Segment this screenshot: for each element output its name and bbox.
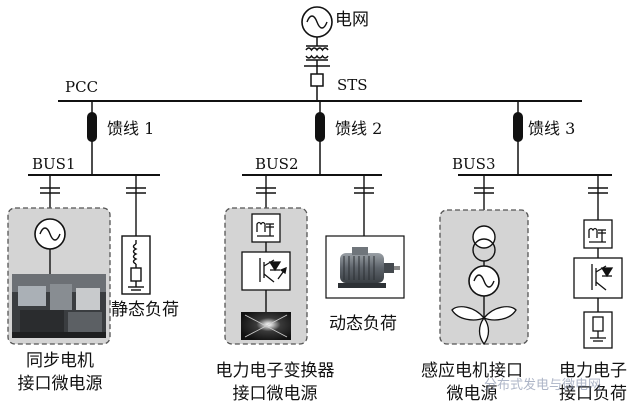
bus3-label: BUS3: [452, 155, 496, 173]
feeder-2-label: 馈线 2: [335, 119, 383, 138]
sts-label: STS: [337, 76, 368, 94]
generator-photo: [12, 274, 106, 338]
bus2-label: BUS2: [255, 155, 299, 173]
pe-load-filter-icon: [583, 219, 613, 249]
motor-photo: [325, 235, 405, 299]
static-load-label: 静态负荷: [111, 300, 179, 320]
induction-source-branch: [474, 175, 494, 214]
pe-load-branch: [588, 175, 608, 220]
pv-panel-photo: [241, 312, 291, 340]
wind-turbine-icon: [451, 306, 517, 346]
induction-source-caption: 感应电机接口 微电源: [412, 360, 532, 406]
pe-load-caption-line1: 电力电子: [559, 361, 627, 381]
feeder-3-line: [513, 101, 523, 175]
sync-source-caption-line1: 同步电机: [26, 351, 94, 371]
induction-source-caption-line2: 微电源: [446, 384, 498, 404]
grid-source: [301, 6, 333, 38]
pe-source-caption-line1: 电力电子变换器: [215, 361, 335, 381]
pe-load-converter-icon: [573, 257, 623, 299]
sts-switch: [310, 73, 324, 87]
grid-label: 电网: [335, 10, 369, 30]
converter-icon: [241, 251, 291, 291]
dynamic-load-branch: [354, 175, 374, 236]
watermark: 分布式发电与微电网: [484, 378, 602, 393]
sync-source-caption: 同步电机 接口微电源: [10, 350, 110, 396]
dynamic-load-label: 动态负荷: [329, 314, 397, 334]
sync-source-branch: [40, 175, 60, 213]
feeder-3-label: 馈线 3: [528, 119, 576, 138]
bus1-label: BUS1: [32, 155, 76, 173]
filter-icon: [251, 213, 281, 243]
pcc-label: PCC: [65, 78, 99, 96]
grid-transformer: [304, 37, 330, 74]
pe-source-caption-line2: 接口微电源: [232, 384, 318, 404]
pe-load-resistor-icon: [583, 311, 613, 349]
pe-load-caption: 电力电子 接口负荷: [548, 360, 638, 406]
induction-source-caption-line1: 感应电机接口: [421, 361, 523, 381]
pe-source-branch: [256, 175, 276, 212]
pe-load-caption-line2: 接口负荷: [559, 384, 627, 404]
feeder-1-line: [87, 101, 97, 175]
feeder-2-line: [315, 101, 325, 175]
static-load-branch: [121, 175, 151, 295]
sync-source-caption-line2: 接口微电源: [17, 374, 103, 394]
feeder-1-label: 馈线 1: [107, 119, 155, 138]
pe-source-caption: 电力电子变换器 接口微电源: [200, 360, 350, 406]
